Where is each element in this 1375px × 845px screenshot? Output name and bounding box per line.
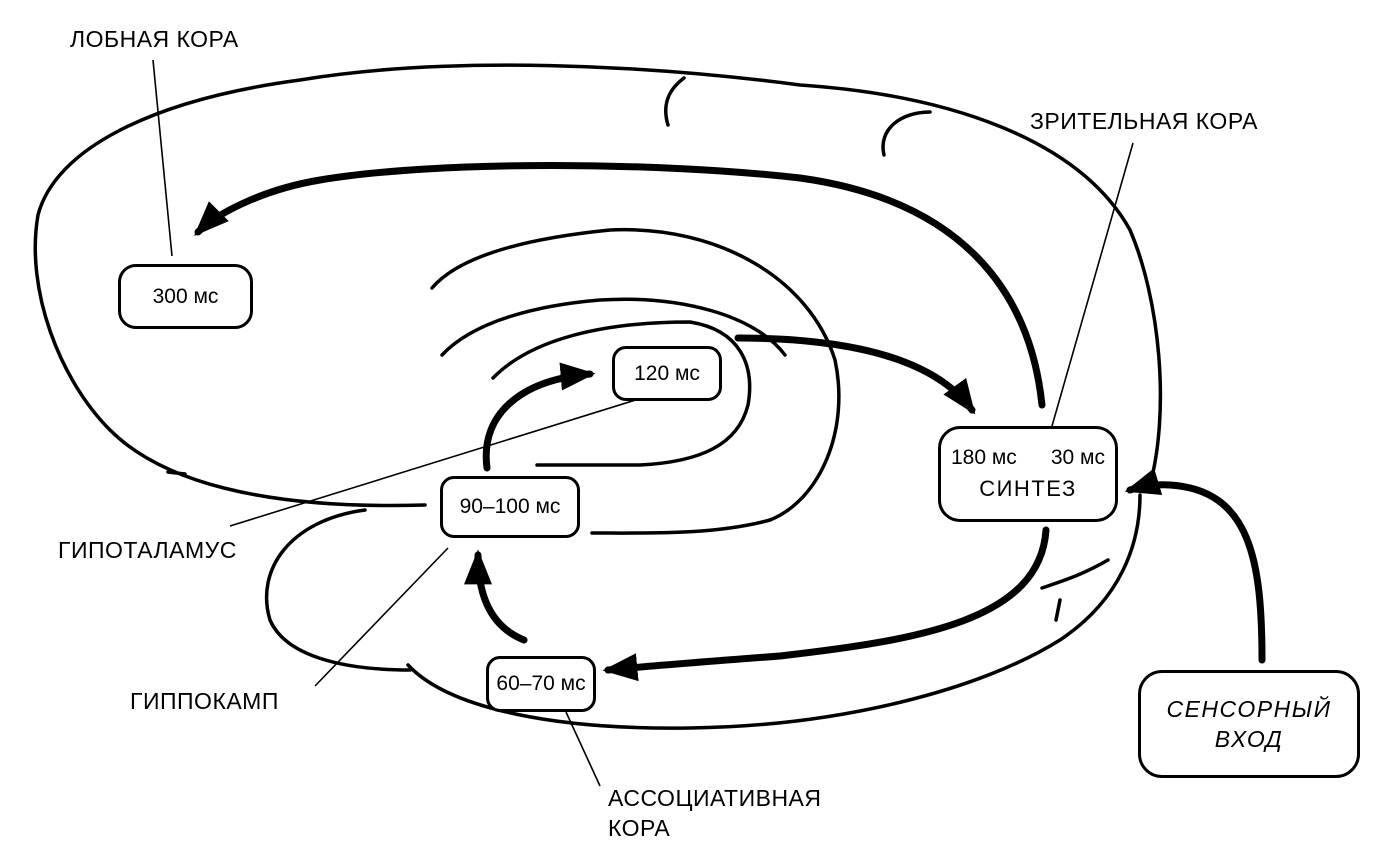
node-60-time: 60–70 мс [496, 672, 586, 695]
inner-fold-2 [440, 297, 787, 357]
label-visual-cortex: ЗРИТЕЛЬНАЯ КОРА [1030, 108, 1258, 134]
label-frontal-cortex: ЛОБНАЯ КОРА [70, 26, 239, 52]
node-frontal-time: 300 мс [152, 284, 219, 308]
leader-associative [565, 711, 601, 787]
outer-cortex-contour [33, 63, 1163, 508]
label-associative-line1: АССОЦИАТИВНАЯ [608, 785, 822, 811]
label-hypothalamus: ГИПОТАЛАМУС [58, 537, 237, 563]
leader-frontal [152, 59, 173, 257]
node-synthesis-label: СИНТЕЗ [979, 476, 1077, 501]
node-120-time: 120 мс [634, 361, 700, 385]
label-hippocampus: ГИППОКАМП [130, 688, 279, 714]
arrow-synthesis-to-60 [602, 526, 1050, 682]
leader-lines [152, 59, 1134, 787]
node-associative-60-70ms: 60–70 мс [486, 656, 596, 712]
label-associative-cortex: АССОЦИАТИВНАЯ КОРА [608, 783, 822, 843]
arrow-sensor-to-synthesis [1124, 468, 1266, 664]
label-associative-line2: КОРА [608, 815, 671, 841]
node-frontal-300ms: 300 мс [118, 264, 253, 329]
node-sensory-line2: ВХОД [1214, 726, 1284, 752]
node-visual-time-30: 30 мс [1050, 446, 1105, 469]
tick-mark [166, 470, 187, 476]
inner-fold-3 [491, 320, 752, 467]
node-visual-time-180: 180 мс [951, 446, 1017, 469]
node-visual-synthesis: 180 мс 30 мс СИНТЕЗ [938, 426, 1118, 522]
fold-stub-bottom [1054, 598, 1062, 622]
fold-top-right [881, 110, 932, 157]
node-120ms: 120 мс [612, 346, 722, 401]
node-90-time: 90–100 мс [459, 495, 561, 518]
pathway-arrows [194, 162, 1266, 682]
inner-fold-1 [430, 227, 841, 535]
node-sensory-line1: СЕНСОРНЫЙ [1166, 696, 1332, 722]
arrow-120-to-180 [734, 334, 976, 415]
leader-hypothalamus [229, 397, 643, 527]
node-hypothalamus-90-100ms: 90–100 мс [440, 476, 580, 538]
arrow-90-to-120 [482, 362, 596, 472]
arrow-visual-to-frontal [194, 162, 1046, 409]
lower-outline-left [264, 508, 412, 672]
leader-hippocampus [314, 547, 449, 687]
fold-small-right [1040, 558, 1110, 590]
node-sensory-input: СЕНСОРНЫЙ ВХОД [1138, 670, 1360, 778]
lower-outline-bottom [406, 493, 1142, 730]
arrow-60-to-90 [464, 549, 528, 644]
leader-visual [1047, 142, 1134, 441]
brain-outline [33, 63, 1163, 730]
fold-top-left [663, 76, 686, 127]
